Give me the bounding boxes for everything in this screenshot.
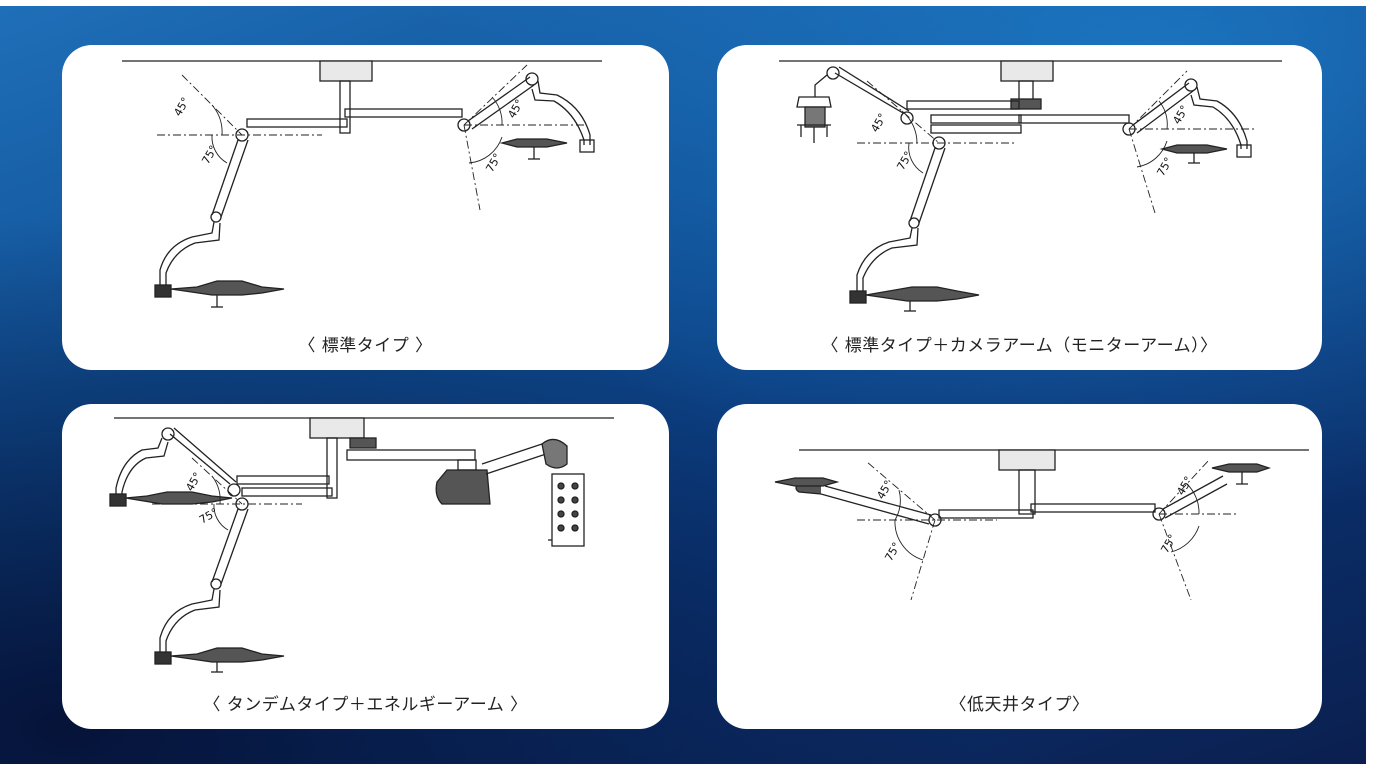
ceiling-mount <box>1000 60 1054 82</box>
angle-label-75-right: 75° <box>1154 155 1175 178</box>
low-ceiling-diagram: 45° 75° 45° 75° <box>774 449 1309 601</box>
angle-label-75-left: 75° <box>199 143 220 166</box>
angle-label-45-right: 45° <box>505 97 526 120</box>
right-lamp-head <box>499 138 568 148</box>
upper-lamp-head <box>125 491 233 505</box>
angle-label-45-left: 45° <box>868 111 889 134</box>
camera-icon <box>804 106 826 128</box>
ceiling-mount <box>319 60 373 82</box>
panel-standard-camera-arm: 45° 75° 45° 75° 〈 標準タイプ＋カメラアーム（モニターアーム）〉 <box>717 45 1322 370</box>
left-lower-joint <box>210 211 222 223</box>
standard-type-diagram: 45° 75° 45° 75° <box>122 60 602 308</box>
left-lamp-head <box>774 477 840 487</box>
angle-label-75-right: 75° <box>483 151 504 174</box>
angle-label-45: 45° <box>183 470 204 493</box>
angle-label-45-left: 45° <box>171 95 192 118</box>
energy-outlet-panel <box>551 473 585 547</box>
panel-standard-type: 45° 75° 45° 75° 〈 標準タイプ 〉 <box>62 45 669 370</box>
central-column <box>339 80 351 134</box>
panel-tandem-energy-arm: 45° 75° 〈 タンデムタイプ＋エネルギーアーム 〉 <box>62 404 669 729</box>
right-horizontal-arm <box>344 108 463 118</box>
energy-arm <box>346 449 476 461</box>
angle-label-75-left: 75° <box>894 149 915 172</box>
energy-arm-housing <box>435 469 491 505</box>
ceiling-mount <box>309 417 365 439</box>
right-lamp-head <box>1211 463 1272 473</box>
angle-label-45-left: 45° <box>874 478 895 501</box>
panel-caption: 〈 標準タイプ 〉 <box>298 336 433 356</box>
tandem-energy-arm-diagram: 45° 75° <box>109 417 614 673</box>
left-lamp-head <box>865 286 980 302</box>
lower-lamp-head <box>170 647 285 663</box>
panel-caption: 〈 タンデムタイプ＋エネルギーアーム 〉 <box>203 695 528 715</box>
panel-low-ceiling-type: 45° 75° 45° 75° 〈低天井タイプ〉 <box>717 404 1322 729</box>
right-lamp-head <box>1159 144 1228 154</box>
camera-holder <box>796 96 832 108</box>
angle-label-75-left: 75° <box>882 540 903 563</box>
camera-arm-diagram: 45° 75° 45° 75° <box>779 60 1282 312</box>
panel-caption: 〈 標準タイプ＋カメラアーム（モニターアーム）〉 <box>821 336 1218 356</box>
left-horizontal-arm <box>246 118 348 128</box>
angle-label-45-right: 45° <box>1170 103 1191 126</box>
left-lamp-head <box>170 280 285 296</box>
ceiling-mount <box>998 449 1056 471</box>
angle-label-75-right: 75° <box>1158 532 1179 555</box>
angle-label-75: 75° <box>197 506 220 527</box>
panel-caption: 〈低天井タイプ〉 <box>949 695 1090 715</box>
